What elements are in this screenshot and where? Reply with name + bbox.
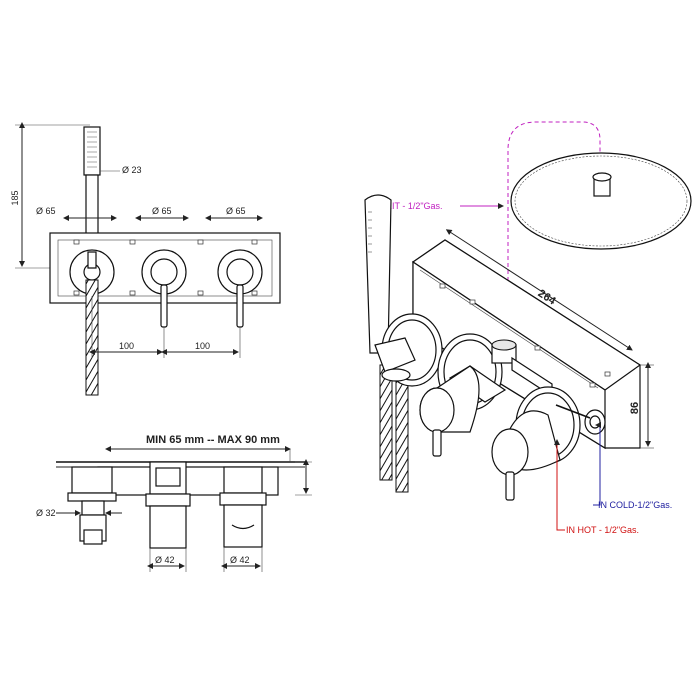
valve-body-right	[223, 466, 263, 494]
in-cold-label: IN COLD-1/2"Gas.	[598, 500, 672, 510]
in-hot-label: IN HOT - 1/2"Gas.	[566, 525, 639, 535]
iso-holder	[374, 337, 416, 373]
dim-86: 86	[629, 402, 641, 414]
hand-shower-head	[83, 126, 101, 176]
dim-185: 185	[10, 190, 20, 205]
iso-knob-right	[491, 428, 529, 476]
dim-dia-65-left: Ø 65	[36, 206, 56, 216]
dim-dia-42-left: Ø 42	[155, 555, 175, 565]
outlet-body	[71, 466, 113, 494]
iso-hose-2	[395, 379, 409, 493]
iso-hose	[379, 364, 393, 481]
exit-label: EXIT - 1/2"Gas.	[380, 201, 443, 211]
dim-100-right: 100	[195, 341, 210, 351]
dim-100-left: 100	[119, 341, 134, 351]
dim-depth-range: MIN 65 mm -- MAX 90 mm	[146, 434, 280, 446]
rain-shower-head	[510, 152, 692, 250]
plate-screws	[73, 239, 258, 296]
top-view: MIN 65 mm -- MAX 90 mm Ø 32	[36, 434, 312, 572]
knob-top-left	[149, 505, 187, 549]
shower-nozzles	[87, 131, 97, 168]
dim-dia-32: Ø 32	[36, 508, 56, 518]
front-view: 185 Ø 23 Ø 65 Ø 65 Ø 65	[10, 122, 281, 396]
iso-view: EXIT - 1/2"Gas. 264 86	[364, 121, 692, 535]
exit-pipe-dashed	[507, 121, 601, 330]
dim-dia-65-mid: Ø 65	[152, 206, 172, 216]
dim-dia-42-right: Ø 42	[230, 555, 250, 565]
dim-dia-23: Ø 23	[122, 165, 142, 175]
dim-dia-65-right: Ø 65	[226, 206, 246, 216]
